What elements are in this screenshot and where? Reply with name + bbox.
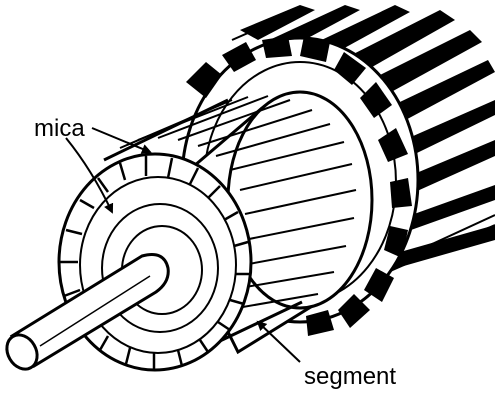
segment-label: segment: [304, 363, 396, 390]
mica-label: mica: [34, 115, 85, 142]
